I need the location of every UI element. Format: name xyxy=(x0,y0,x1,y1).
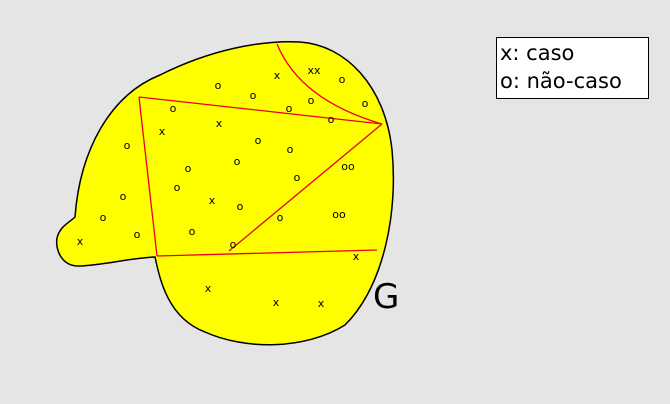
case-mark: x xyxy=(216,117,223,130)
noncase-mark: o xyxy=(124,139,131,152)
noncase-mark: o xyxy=(120,190,127,203)
noncase-mark: o xyxy=(286,102,293,115)
case-mark: x xyxy=(273,296,280,309)
noncase-mark: o xyxy=(277,211,284,224)
partition-line xyxy=(276,43,383,125)
noncase-mark: o xyxy=(250,89,257,102)
noncase-mark: o xyxy=(185,162,192,175)
partition-line xyxy=(138,96,158,257)
legend-case-entry: x: caso xyxy=(500,41,575,65)
noncase-mark: o xyxy=(100,211,107,224)
case-mark: x xyxy=(159,125,166,138)
noncase-mark: o xyxy=(215,79,222,92)
noncase-mark: oo xyxy=(332,208,346,221)
partition-lines xyxy=(138,43,383,257)
case-mark: x xyxy=(274,69,281,82)
legend-noncase-entry: o: não-caso xyxy=(500,69,622,93)
noncase-mark: o xyxy=(237,200,244,213)
case-mark: x xyxy=(77,235,84,248)
partition-line xyxy=(228,123,383,252)
noncase-mark: o xyxy=(234,155,241,168)
noncase-mark: o xyxy=(328,113,335,126)
region-g-shape xyxy=(55,41,395,346)
noncase-mark: o xyxy=(287,143,294,156)
region-label: G xyxy=(373,277,400,317)
case-mark: xx xyxy=(307,64,321,77)
noncase-mark: o xyxy=(362,97,369,110)
noncase-mark: o xyxy=(294,171,301,184)
case-mark: x xyxy=(209,194,216,207)
case-mark: x xyxy=(318,297,325,310)
noncase-mark: o xyxy=(174,181,181,194)
partition-line xyxy=(138,96,383,125)
noncase-mark: o xyxy=(230,238,237,251)
partition-line xyxy=(156,249,378,257)
noncase-mark: o xyxy=(339,73,346,86)
legend: x: caso o: não-caso xyxy=(496,37,649,99)
noncase-mark: o xyxy=(189,225,196,238)
noncase-mark: oo xyxy=(341,160,355,173)
case-mark: x xyxy=(205,282,212,295)
noncase-mark: o xyxy=(170,102,177,115)
noncase-mark: o xyxy=(134,228,141,241)
noncase-mark: o xyxy=(255,134,262,147)
noncase-mark: o xyxy=(308,94,315,107)
case-mark: x xyxy=(353,250,360,263)
